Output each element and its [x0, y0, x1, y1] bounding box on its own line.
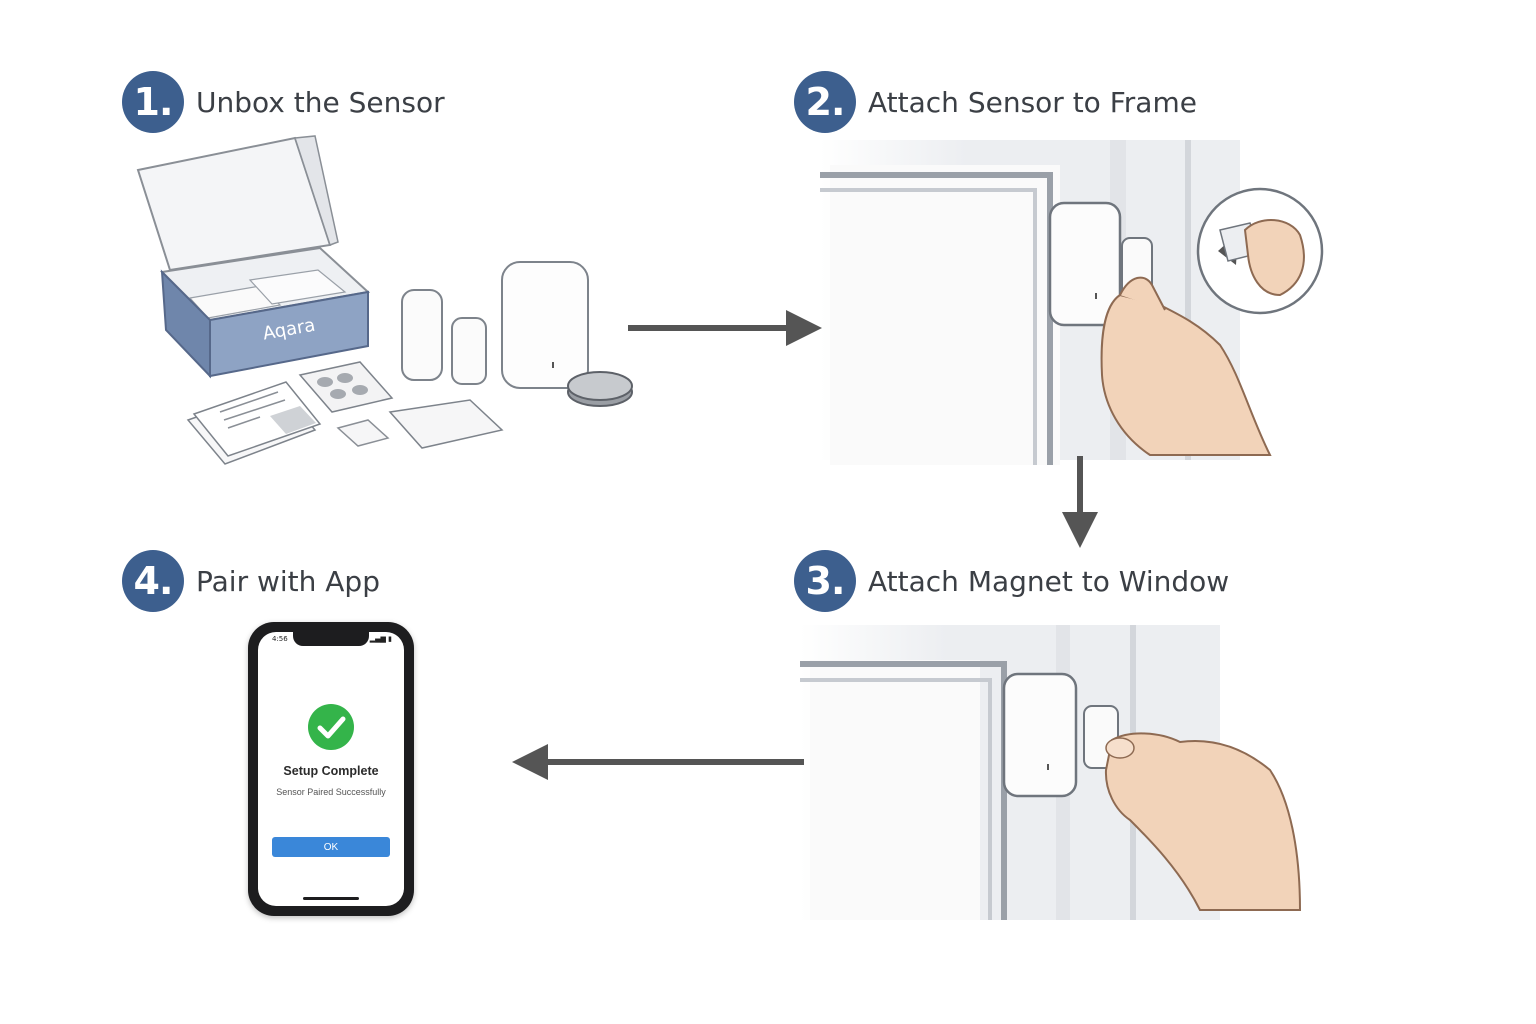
home-indicator	[303, 897, 359, 900]
step-2-title: Attach Sensor to Frame	[868, 85, 1197, 119]
step-4-badge: 4.	[122, 550, 184, 612]
unbox-illustration: Aqara	[136, 135, 633, 465]
setup-complete-title: Setup Complete	[283, 764, 379, 778]
phone-notch	[293, 632, 369, 646]
signal-battery-icon: ▂▄▆ ▮	[369, 635, 392, 643]
step-3-title: Attach Magnet to Window	[868, 564, 1230, 598]
arrow-right-icon	[628, 310, 822, 346]
step-1-title: Unbox the Sensor	[196, 85, 445, 119]
step-2-header: 2. Attach Sensor to Frame	[794, 70, 1197, 134]
step-4-header: 4. Pair with App	[122, 549, 380, 613]
setup-complete-subtitle: Sensor Paired Successfully	[276, 787, 386, 797]
arrow-down-icon	[1062, 456, 1098, 548]
attach-magnet-illustration	[800, 625, 1302, 920]
step-3-header: 3. Attach Magnet to Window	[794, 549, 1229, 613]
step-1-badge: 1.	[122, 71, 184, 133]
step-1-header: 1. Unbox the Sensor	[122, 70, 445, 134]
status-time: 4:56	[272, 635, 288, 643]
phone-screen: 4:56 ▂▄▆ ▮ Setup Complete Sensor Paired …	[258, 632, 404, 906]
phone-device: 4:56 ▂▄▆ ▮ Setup Complete Sensor Paired …	[248, 622, 414, 916]
ok-button[interactable]: OK	[272, 837, 390, 857]
step-2-badge: 2.	[794, 71, 856, 133]
check-circle-icon	[308, 704, 354, 750]
step-3-badge: 3.	[794, 550, 856, 612]
attach-sensor-illustration	[820, 140, 1324, 465]
arrow-left-icon	[512, 744, 804, 780]
step-4-title: Pair with App	[196, 564, 380, 598]
